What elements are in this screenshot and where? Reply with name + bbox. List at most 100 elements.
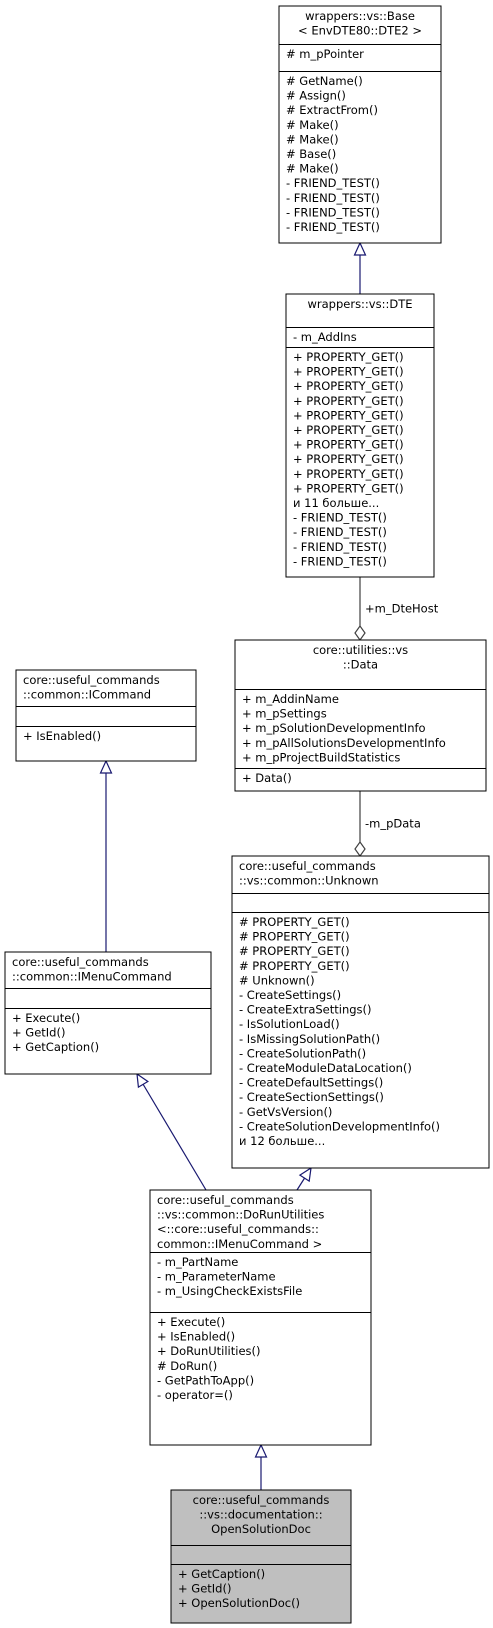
class-method: и 12 больше... xyxy=(239,1134,325,1148)
class-unknown[interactable]: core::useful_commands::vs::common::Unkno… xyxy=(231,855,490,1169)
class-method: + Execute() xyxy=(157,1315,225,1329)
class-icommand[interactable]: core::useful_commands::common::ICommand+… xyxy=(15,669,197,762)
class-attribute: + m_pAllSolutionsDevelopmentInfo xyxy=(242,736,446,750)
class-method: # Make() xyxy=(286,132,339,146)
class-method: - IsSolutionLoad() xyxy=(239,1017,340,1031)
edge-dte-to-base xyxy=(353,241,367,294)
inheritance-arrowhead xyxy=(254,1443,268,1458)
class-method: - FRIEND_TEST() xyxy=(286,191,380,205)
class-title-line: core::useful_commands xyxy=(12,955,149,969)
class-imenucommand[interactable]: core::useful_commands::common::IMenuComm… xyxy=(4,951,212,1075)
class-title-line: common::IMenuCommand > xyxy=(157,1237,322,1251)
edge-dtehost: +m_DteHost xyxy=(354,577,439,642)
class-title-line: ::common::ICommand xyxy=(23,688,151,702)
class-method: + PROPERTY_GET() xyxy=(293,394,404,408)
class-method: + PROPERTY_GET() xyxy=(293,481,404,495)
class-dte[interactable]: wrappers::vs::DTE- m_AddIns+ PROPERTY_GE… xyxy=(285,293,435,578)
class-box-base xyxy=(278,5,442,244)
class-method: # Make() xyxy=(286,162,339,176)
class-method: - GetVsVersion() xyxy=(239,1105,332,1119)
class-method: + PROPERTY_GET() xyxy=(293,408,404,422)
class-box-dorun xyxy=(149,1189,372,1446)
class-method: + GetId() xyxy=(12,1026,65,1040)
class-method: # PROPERTY_GET() xyxy=(239,959,350,973)
class-method: + PROPERTY_GET() xyxy=(293,379,404,393)
aggregation-diamond xyxy=(354,840,366,858)
class-method: - FRIEND_TEST() xyxy=(293,554,387,568)
class-method: # Unknown() xyxy=(239,973,315,987)
edges: +m_DteHost -m_pData xyxy=(99,241,439,1490)
class-title-line: ::vs::common::DoRunUtilities xyxy=(157,1208,324,1222)
class-method: + GetCaption() xyxy=(12,1040,99,1054)
class-method: и 11 больше... xyxy=(293,496,379,510)
association-label: -m_pData xyxy=(365,817,421,831)
class-data[interactable]: core::utilities::vs::Data+ m_AddinName+ … xyxy=(234,639,487,792)
class-method: + Data() xyxy=(242,771,292,785)
class-method: + PROPERTY_GET() xyxy=(293,423,404,437)
edge-imenucommand-to-icommand xyxy=(99,759,113,952)
class-method: # Make() xyxy=(286,118,339,132)
class-box-unknown xyxy=(231,855,490,1169)
class-title-line: core::useful_commands xyxy=(157,1193,294,1207)
class-method: - IsMissingSolutionPath() xyxy=(239,1032,380,1046)
class-method: # Base() xyxy=(286,147,336,161)
edge-opensolution-to-dorun xyxy=(254,1443,268,1490)
class-title-line: ::vs::documentation:: xyxy=(199,1508,322,1522)
class-method: # PROPERTY_GET() xyxy=(239,944,350,958)
class-method: - CreateSolutionPath() xyxy=(239,1046,366,1060)
class-attribute: - m_AddIns xyxy=(293,330,357,344)
class-attribute: - m_PartName xyxy=(157,1255,238,1269)
inheritance-arrowhead xyxy=(298,1166,312,1183)
edge-pdata: -m_pData xyxy=(354,791,421,858)
class-method: + GetCaption() xyxy=(178,1567,265,1581)
class-method: + DoRunUtilities() xyxy=(157,1344,261,1358)
class-method: + IsEnabled() xyxy=(157,1330,235,1344)
class-box-imenucommand xyxy=(4,951,212,1075)
class-attribute: - m_ParameterName xyxy=(157,1270,276,1284)
class-method: + Execute() xyxy=(12,1011,80,1025)
class-method: # ExtractFrom() xyxy=(286,103,378,117)
class-method: - CreateModuleDataLocation() xyxy=(239,1061,412,1075)
class-method: + PROPERTY_GET() xyxy=(293,467,404,481)
inheritance-line xyxy=(136,1073,207,1191)
class-method: # GetName() xyxy=(286,74,363,88)
class-method: - FRIEND_TEST() xyxy=(293,540,387,554)
class-method: - FRIEND_TEST() xyxy=(293,511,387,525)
class-title-line: ::common::IMenuCommand xyxy=(12,970,172,984)
class-title-line: < EnvDTE80::DTE2 > xyxy=(298,24,422,38)
class-method: # Assign() xyxy=(286,89,346,103)
class-method: - operator=() xyxy=(157,1388,233,1402)
class-title-line: core::useful_commands xyxy=(193,1493,330,1507)
class-attribute: + m_pSolutionDevelopmentInfo xyxy=(242,721,426,735)
class-method: + GetId() xyxy=(178,1582,231,1596)
class-box-data xyxy=(234,639,487,792)
class-attribute: + m_pSettings xyxy=(242,707,327,721)
class-title-line: ::Data xyxy=(343,658,378,672)
class-dorun[interactable]: core::useful_commands::vs::common::DoRun… xyxy=(149,1189,372,1446)
class-title-line: core::useful_commands xyxy=(239,859,376,873)
class-title-line: ::vs::common::Unknown xyxy=(239,874,379,888)
class-opensolution[interactable]: core::useful_commands::vs::documentation… xyxy=(170,1489,352,1624)
class-method: - FRIEND_TEST() xyxy=(286,205,380,219)
class-title-line: OpenSolutionDoc xyxy=(211,1522,311,1536)
class-method: - CreateExtraSettings() xyxy=(239,1003,372,1017)
class-method: + PROPERTY_GET() xyxy=(293,452,404,466)
class-method: - CreateSolutionDevelopmentInfo() xyxy=(239,1119,440,1133)
class-attribute: + m_AddinName xyxy=(242,692,339,706)
class-base[interactable]: wrappers::vs::Base< EnvDTE80::DTE2 ># m_… xyxy=(278,5,442,244)
class-method: - FRIEND_TEST() xyxy=(286,220,380,234)
edge-dorun-to-imenucommand xyxy=(136,1072,207,1191)
class-boxes: wrappers::vs::Base< EnvDTE80::DTE2 ># m_… xyxy=(4,5,490,1624)
class-method: # PROPERTY_GET() xyxy=(239,930,350,944)
class-method: - CreateDefaultSettings() xyxy=(239,1076,383,1090)
class-title-line: wrappers::vs::Base xyxy=(305,9,415,23)
class-title-line: core::utilities::vs xyxy=(313,643,408,657)
association-label: +m_DteHost xyxy=(365,602,439,616)
class-method: + PROPERTY_GET() xyxy=(293,365,404,379)
class-method: # DoRun() xyxy=(157,1359,217,1373)
class-method: + IsEnabled() xyxy=(23,729,101,743)
class-method: # PROPERTY_GET() xyxy=(239,915,350,929)
class-box-dte xyxy=(285,293,435,578)
class-attribute: - m_UsingCheckExistsFile xyxy=(157,1284,302,1298)
